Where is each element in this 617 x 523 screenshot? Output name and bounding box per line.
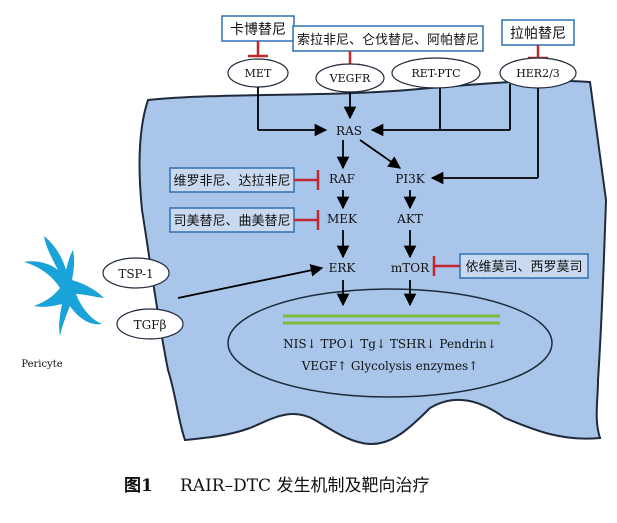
- tgfb-label: TGFβ: [134, 318, 167, 332]
- nucleus-markers-line2: VEGF↑ Glycolysis enzymes↑: [301, 359, 479, 373]
- raf-node: RAF: [329, 172, 355, 186]
- mtor-inhibitors-label: 依维莫司、西罗莫司: [465, 260, 582, 275]
- tsp1-label: TSP-1: [118, 267, 153, 281]
- lapatinib-label: 拉帕替尼: [510, 26, 566, 42]
- lapatinib-box: [501, 19, 575, 46]
- figure-caption: RAIR–DTC 发生机制及靶向治疗: [180, 476, 429, 496]
- mek-inhibitors-label: 司美替尼、曲美替尼: [173, 214, 290, 229]
- pi3k-node: PI3K: [395, 172, 425, 186]
- pericyte-cell: [24, 236, 104, 336]
- tsp1-oval: [102, 257, 170, 289]
- vegfr-label: VEGFR: [329, 72, 371, 85]
- her23-label: HER2/3: [516, 67, 560, 80]
- cabozantinib-label: 卡博替尼: [230, 21, 286, 38]
- ret-ptc-receptor: [391, 57, 481, 89]
- akt-node: AKT: [396, 212, 423, 226]
- ret-ptc-label: RET-PTC: [411, 67, 460, 80]
- vegfr-inhibitors-box: [292, 25, 484, 52]
- pericyte-label: Pericyte: [21, 359, 62, 370]
- vegfr-inhibitors-label: 索拉非尼、仑伐替尼、阿帕替尼: [297, 33, 479, 48]
- mtor-node: mTOR: [391, 261, 430, 275]
- mek-inhibitors-box: [169, 207, 295, 233]
- pericyte-to-erk-arrow: [177, 264, 324, 299]
- figure-number: 图1: [124, 476, 153, 496]
- tgfb-oval: [116, 308, 184, 340]
- met-label: MET: [245, 67, 272, 80]
- erk-node: ERK: [329, 261, 357, 275]
- nucleus-markers-line1: NIS↓ TPO↓ Tg↓ TSHR↓ Pendrin↓: [283, 337, 497, 351]
- ras-to-pi3k-arrow: [359, 139, 402, 169]
- ras-node: RAS: [336, 124, 362, 138]
- raf-inhibitors-label: 维罗非尼、达拉非尼: [173, 174, 290, 189]
- mek-node: MEK: [327, 212, 358, 226]
